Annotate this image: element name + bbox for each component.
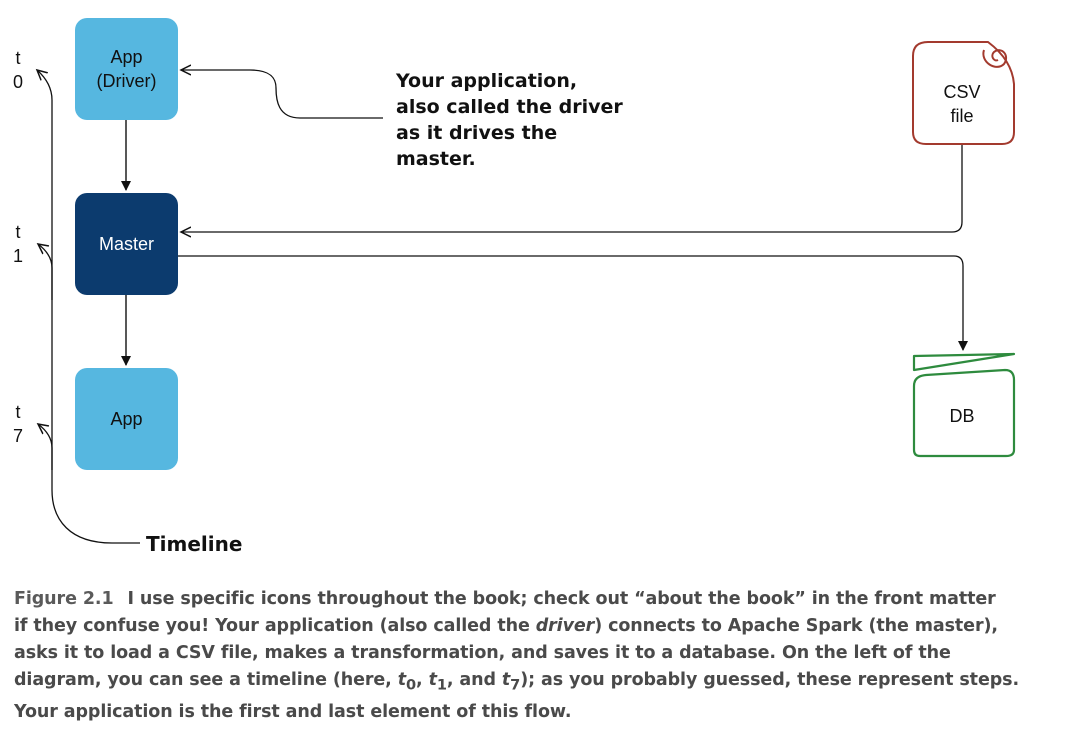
caption-line-4: diagram, you can see a timeline (here, t…: [14, 667, 1054, 699]
figure-number: Figure 2.1: [14, 589, 114, 609]
caption-t1: t: [428, 670, 437, 690]
caption-sep-1: ,: [416, 670, 429, 690]
app-node: App: [75, 368, 178, 470]
csv-to-master-arrow: [181, 145, 963, 232]
caption-line-2b: ) connects to Apache Spark (the master),: [594, 616, 998, 636]
app-driver-node: App (Driver): [75, 18, 178, 120]
caption-line-3: asks it to load a CSV file, makes a tran…: [14, 643, 951, 663]
caption-line-1-text: I use specific icons throughout the book…: [127, 589, 996, 609]
csv-file-label: CSV file: [943, 82, 981, 126]
caption-line-4b: ); as you probably guessed, these repres…: [520, 670, 1020, 690]
timeline-curve-t1: [38, 244, 53, 300]
timeline-t0-label: t 0: [12, 48, 23, 92]
caption-driver-italic: driver: [535, 616, 595, 636]
db-icon: [912, 352, 1016, 458]
caption-line-2a: if they confuse you! Your application (a…: [14, 616, 536, 636]
driver-callout-text: Your application, also called the driver…: [396, 70, 623, 170]
master-node: Master: [75, 193, 178, 295]
caption-sep-2: , and: [446, 670, 502, 690]
timeline-t1-label: t 1: [12, 222, 23, 266]
master-to-db-arrow: [178, 255, 968, 351]
caption-line-5: Your application is the first and last e…: [14, 701, 572, 722]
caption-t7-sub: 7: [510, 676, 521, 694]
caption-t0: t: [397, 670, 406, 690]
spark-flow-diagram: [0, 41, 1016, 544]
figure-caption: Figure 2.1 I use specific icons throughou…: [14, 586, 1054, 726]
caption-line-4a: diagram, you can see a timeline (here,: [14, 670, 398, 690]
timeline-curve-t0: [37, 70, 140, 544]
caption-t1-sub: 1: [436, 676, 447, 694]
caption-line-1: Figure 2.1 I use specific icons throughou…: [14, 586, 1054, 613]
timeline-label: Timeline: [146, 532, 243, 556]
caption-t7: t: [501, 670, 511, 690]
callout-pointer-arrow: [181, 70, 383, 119]
timeline-t7-label: t 7: [12, 402, 23, 446]
db-label: DB: [949, 406, 975, 426]
caption-line-2: if they confuse you! Your application (a…: [14, 613, 1054, 640]
csv-file-icon: [912, 41, 1015, 145]
caption-t0-sub: 0: [405, 676, 417, 694]
timeline-curve-t7: [38, 424, 53, 470]
